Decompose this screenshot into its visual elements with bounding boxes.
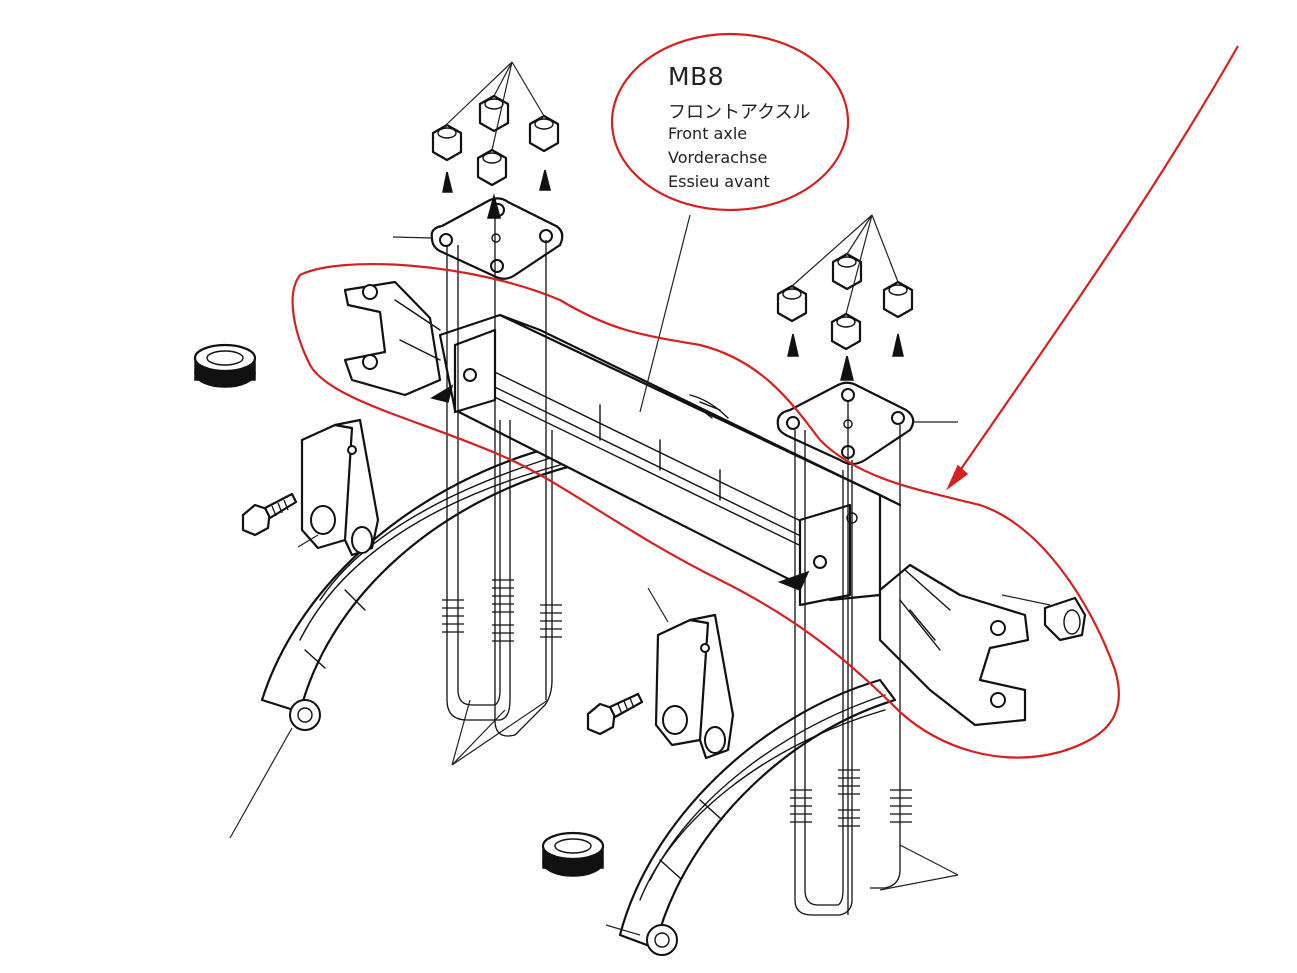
- axle-outline-annotation: [291, 262, 1121, 759]
- part-name-german: Vorderachse: [668, 148, 768, 167]
- u-bolts-left: [442, 210, 562, 737]
- grease-fitting-axle: [689, 394, 729, 419]
- lock-nut-icon: [476, 148, 508, 187]
- shackle-right: [654, 613, 735, 760]
- thread-marks-right: [790, 769, 912, 827]
- leader-lines: [229, 61, 1051, 936]
- arrowhead-icon: [946, 464, 969, 491]
- label-circle-annotation: [610, 32, 850, 212]
- spring-eye-right: [646, 924, 678, 956]
- bushing-right: [541, 831, 605, 877]
- part-code-label: MB8: [668, 62, 725, 91]
- bolt-left: [241, 492, 298, 537]
- grease-fitting-right: [1043, 596, 1087, 642]
- spring-seat-plate-right: [776, 381, 915, 466]
- lock-nut-icon: [431, 123, 463, 162]
- shackle-left: [300, 418, 380, 557]
- leaf-spring-right: [618, 678, 897, 956]
- lock-nut-icon: [478, 94, 510, 133]
- lock-nut-icon: [776, 284, 808, 323]
- part-name-english: Front axle: [668, 124, 748, 143]
- lock-nut-icon: [528, 114, 560, 153]
- u-bolts-right: [790, 400, 912, 916]
- lock-nut-icon: [882, 280, 914, 319]
- lock-nut-icon: [830, 312, 862, 351]
- red-annotations: [291, 32, 1239, 759]
- bushing-left: [193, 343, 257, 388]
- pointer-arrow-annotation: [951, 45, 1239, 483]
- thread-marks-left: [442, 579, 562, 642]
- front-axle-beam: [343, 280, 1030, 727]
- part-name-japanese: フロントアクスル: [668, 102, 811, 123]
- part-name-french: Essieu avant: [668, 172, 770, 191]
- bolt-right: [586, 692, 644, 736]
- spring-eye-left: [289, 699, 321, 731]
- lock-nuts-right: [776, 252, 914, 351]
- lock-nuts-left: [431, 94, 560, 187]
